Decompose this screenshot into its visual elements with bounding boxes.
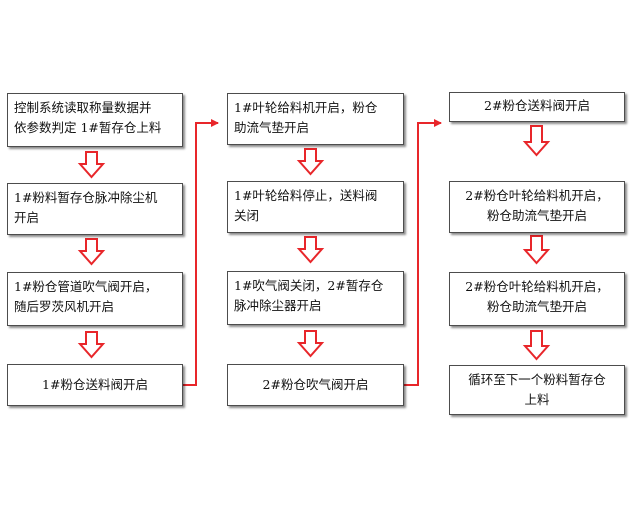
down-arrow (296, 330, 325, 358)
step-text-line: 2#粉仓送料阀开启 (484, 98, 590, 113)
step-text-line: 1#粉仓送料阀开启 (42, 377, 148, 392)
step-box: 1#叶轮给料停止，送料阀 关闭 (227, 181, 404, 233)
step-text-line: 循环至下一个粉料暂存仓 (468, 372, 606, 387)
connector-arrow (404, 119, 442, 386)
step-text-line: 2#粉仓叶轮给料机开启， (465, 188, 609, 203)
down-arrow (296, 148, 325, 176)
step-box: 1#粉仓管道吹气阀开启， 随后罗茨风机开启 (7, 272, 183, 326)
down-arrow (522, 125, 551, 157)
step-text-line: 随后罗茨风机开启 (14, 299, 115, 314)
down-arrow (522, 235, 551, 265)
down-arrow (296, 236, 325, 264)
step-text-line: 2#粉仓吹气阀开启 (262, 377, 369, 392)
step-text-line: 2#粉仓叶轮给料机开启， (465, 279, 609, 294)
step-box: 2#粉仓叶轮给料机开启， 粉仓助流气垫开启 (449, 272, 625, 326)
step-text-line: 粉仓助流气垫开启 (486, 299, 587, 314)
step-box: 控制系统读取称量数据并 依参数判定 1#暂存仓上料 (7, 93, 183, 147)
step-box: 2#粉仓送料阀开启 (449, 92, 625, 122)
down-arrow (522, 330, 551, 361)
step-box: 2#粉仓吹气阀开启 (227, 364, 404, 406)
step-text-line: 开启 (14, 210, 40, 225)
step-text-line: 上料 (524, 392, 550, 407)
step-box: 1#吹气阀关闭，2#暂存仓 脉冲除尘器开启 (227, 271, 404, 325)
step-text-line: 关闭 (234, 208, 260, 223)
step-box: 1#粉料暂存仓脉冲除尘机 开启 (7, 183, 183, 235)
step-box: 循环至下一个粉料暂存仓 上料 (449, 365, 625, 415)
step-text-line: 依参数判定 1#暂存仓上料 (14, 120, 162, 135)
step-text-line: 控制系统读取称量数据并 (14, 100, 152, 115)
step-text-line: 1#粉料暂存仓脉冲除尘机 (14, 190, 158, 205)
step-box: 1#粉仓送料阀开启 (7, 364, 183, 406)
step-text-line: 1#粉仓管道吹气阀开启， (14, 279, 158, 294)
step-text-line: 1#叶轮给料停止，送料阀 (234, 188, 378, 203)
step-text-line: 脉冲除尘器开启 (234, 298, 322, 313)
step-text-line: 助流气垫开启 (234, 120, 310, 135)
down-arrow (77, 151, 106, 179)
step-box: 1#叶轮给料机开启，粉仓 助流气垫开启 (227, 93, 404, 145)
step-text-line: 1#叶轮给料机开启，粉仓 (234, 100, 378, 115)
connector-arrow (183, 119, 219, 386)
step-text-line: 粉仓助流气垫开启 (486, 208, 587, 223)
step-text-line: 1#吹气阀关闭，2#暂存仓 (234, 278, 384, 293)
step-box: 2#粉仓叶轮给料机开启， 粉仓助流气垫开启 (449, 181, 625, 233)
down-arrow (77, 238, 106, 266)
down-arrow (77, 331, 106, 359)
